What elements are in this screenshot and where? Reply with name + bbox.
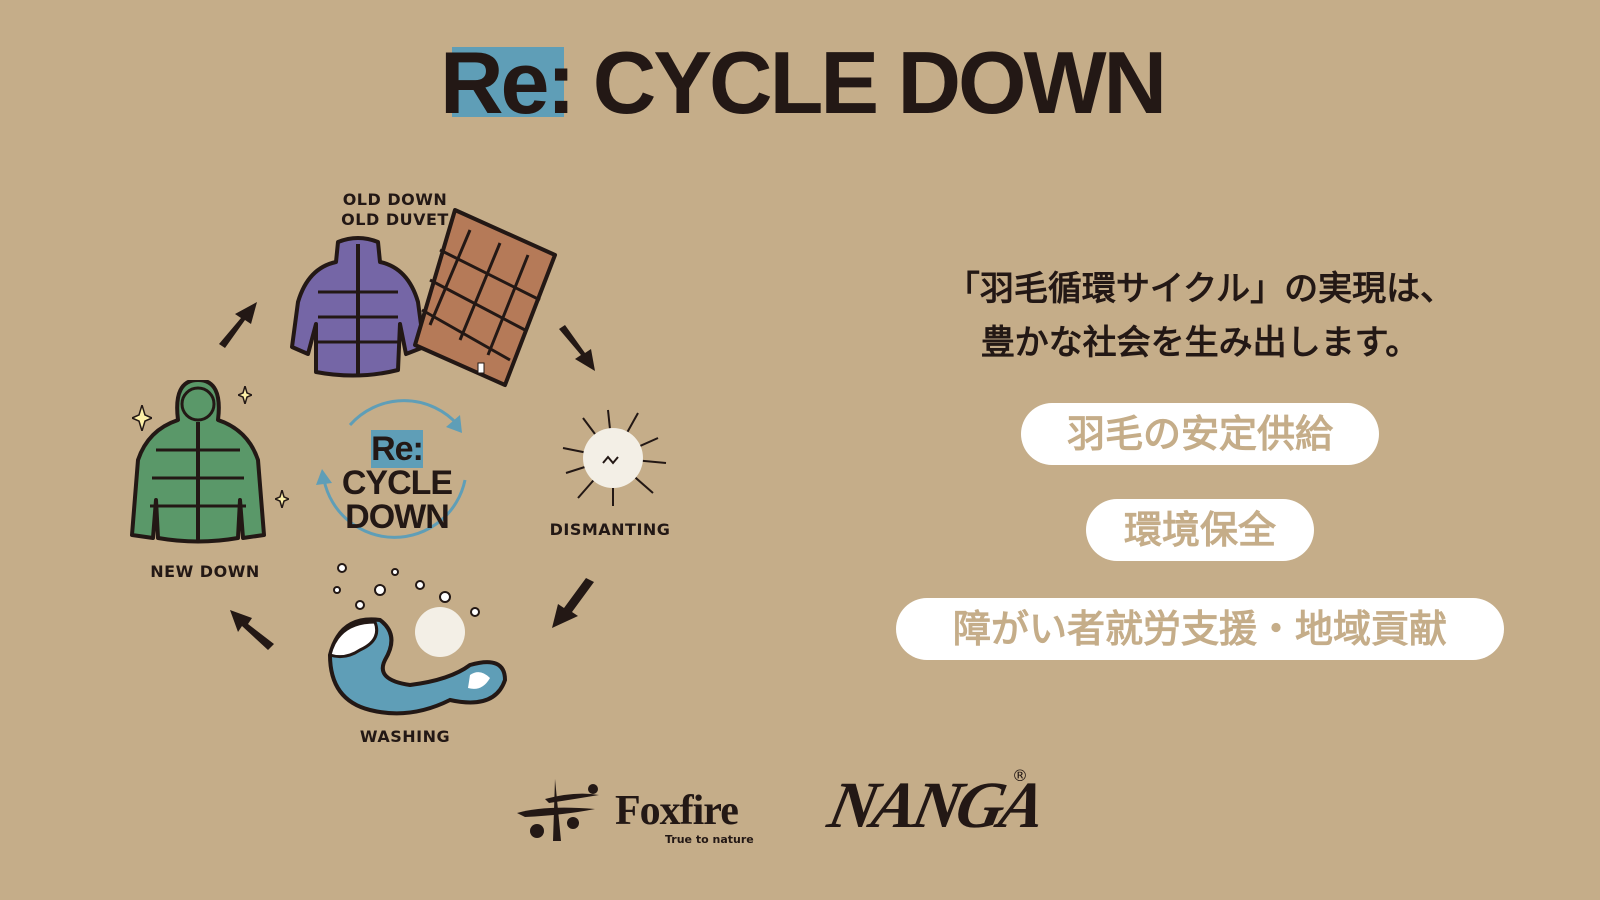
foxfire-wordmark: Foxfire (615, 788, 739, 834)
title-prefix: Re: (440, 33, 576, 132)
wave-icon (327, 563, 508, 716)
sparkle-icon (238, 386, 252, 404)
step-label-old-down: OLD DOWN OLD DUVET (341, 190, 449, 229)
cycle-diagram: Re: CYCLE DOWN OLD DOWN OLD DUVET DISMAN… (0, 0, 700, 760)
step-label-new-down: NEW DOWN (150, 562, 260, 581)
duvet-icon (413, 208, 557, 387)
sparkle-icon (275, 490, 289, 508)
arrow-down-left-icon (552, 578, 594, 628)
center-logo: Re: CYCLE DOWN (341, 430, 453, 536)
arrow-up-right-icon (219, 302, 257, 348)
registered-mark: ® (1012, 766, 1028, 785)
arrow-up-left-icon (230, 610, 274, 650)
cycle-circle-icon (316, 399, 467, 539)
page-title: Re: CYCLE DOWN (440, 33, 1167, 132)
benefit-pill-employment-support: 障がい者就労支援・地域貢献 (896, 598, 1504, 660)
headline: 「羽毛循環サイクル」の実現は、 豊かな社会を生み出します。 (945, 269, 1455, 363)
foxfire-tagline: True to nature (665, 833, 754, 846)
step-label-washing: WASHING (359, 727, 451, 746)
down-feather-icon (562, 409, 667, 506)
title-main: CYCLE DOWN (592, 33, 1167, 132)
arrow-down-right-icon (559, 325, 595, 371)
nanga-logo: NANGA ® (822, 766, 1049, 858)
green-jacket-icon (130, 380, 266, 544)
foxfire-logo: Foxfire True to nature (515, 775, 765, 846)
sparkle-icon (132, 405, 152, 431)
benefit-pill-environment: 環境保全 (1086, 499, 1314, 561)
benefit-pill-stable-supply: 羽毛の安定供給 (1021, 403, 1379, 465)
foxfire-mark-icon (517, 779, 599, 841)
step-label-dismanting: DISMANTING (549, 520, 671, 539)
title-highlight (452, 47, 564, 117)
jacket-and-duvet-icon (290, 236, 426, 378)
